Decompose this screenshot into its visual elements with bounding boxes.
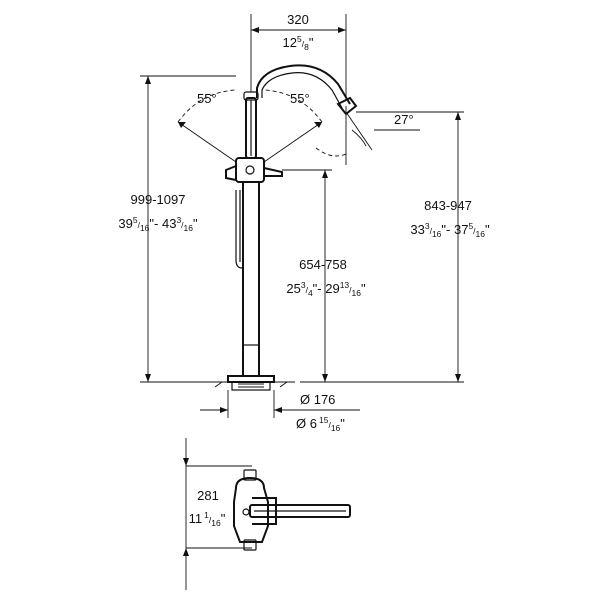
spout-reach-mm: 320 [287,12,309,27]
handshower-height-mm: 654-758 [299,257,347,272]
spout-height-dimension: 843-947 333/16"- 375/16" [300,111,490,383]
total-height-mm: 999-1097 [131,192,186,207]
plan-depth-mm: 281 [197,488,219,503]
base-diameter-mm: Ø 176 [300,392,335,407]
hand-shower [245,97,257,159]
mixer-body [235,157,265,183]
plan-body [233,476,269,543]
base-plate [227,375,275,383]
total-height-in: 395/16"- 433/16" [118,215,198,233]
spout-reach-dimension: 320 125/8" [250,12,347,100]
plan-spout [249,504,351,518]
handshower-height-dimension: 654-758 253/4"- 2913/16" [282,169,366,382]
spout [256,64,351,105]
total-height-dimension: 999-1097 395/16"- 433/16" [118,75,236,382]
angle-left-label: 55° [197,91,217,106]
spout-outlet [336,96,358,116]
spout-reach-in: 125/8" [283,34,314,52]
faucet-elevation [140,64,373,391]
diverter-knob [225,165,237,181]
spout-angle-label: 27° [394,112,414,127]
handshower-height-in: 253/4"- 2913/16" [286,280,366,298]
lever-handle [263,167,283,177]
base-flange [231,381,271,391]
spout-height-mm: 843-947 [424,198,472,213]
angle-right-label: 55° [290,91,310,106]
spout-height-in: 333/16"- 375/16" [410,221,490,239]
